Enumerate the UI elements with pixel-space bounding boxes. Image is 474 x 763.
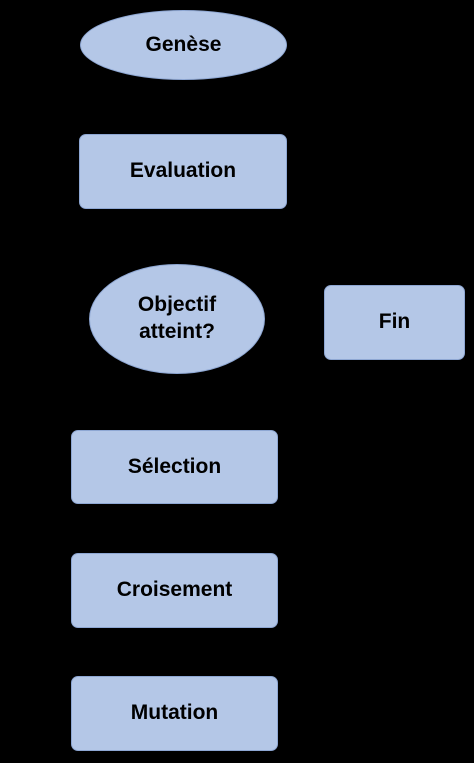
evaluation-label: Evaluation — [129, 159, 237, 183]
fin-node: Fin — [324, 285, 465, 360]
fin-label: Fin — [378, 310, 411, 334]
objective-reached-label: Objectif atteint? — [137, 293, 217, 343]
croisement-label: Croisement — [116, 578, 233, 602]
genese-node: Genèse — [80, 10, 287, 80]
objective-reached-decision-node: Objectif atteint? — [89, 264, 265, 374]
croisement-node: Croisement — [71, 553, 278, 628]
evaluation-node: Evaluation — [79, 134, 287, 209]
mutation-node: Mutation — [71, 676, 278, 751]
genese-label: Genèse — [145, 32, 222, 56]
selection-node: Sélection — [71, 430, 278, 504]
selection-label: Sélection — [127, 454, 222, 478]
mutation-label: Mutation — [130, 701, 219, 725]
